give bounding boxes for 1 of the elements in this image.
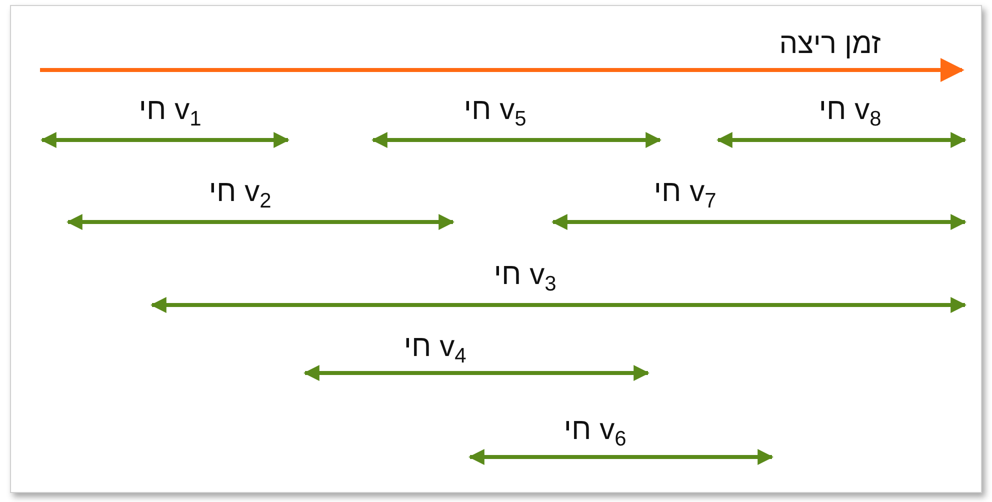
axis-label: זמן ריצה bbox=[779, 30, 881, 59]
